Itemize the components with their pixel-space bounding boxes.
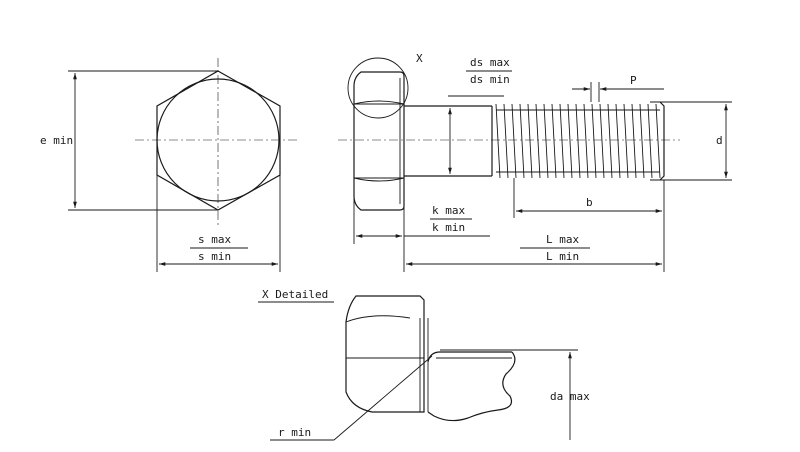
- thread-crest-line: [495, 103, 501, 179]
- detail-face-curve: [345, 315, 411, 323]
- label-x-detailed: X Detailed: [262, 288, 328, 301]
- detail-head-outline: [345, 295, 425, 413]
- label-l-max: L max: [546, 233, 579, 246]
- bolt-side-view: [338, 57, 732, 272]
- detail-x-circle: [347, 57, 409, 119]
- thread-lines: [495, 103, 661, 179]
- bolt-tip-chamfer: [659, 101, 665, 181]
- label-d: d: [716, 134, 723, 147]
- thread-crest-line: [631, 103, 637, 179]
- r-leader: [333, 355, 433, 441]
- bolt-head-outline: [353, 71, 405, 211]
- thread-crest-line: [583, 103, 589, 179]
- thread-crest-line: [615, 103, 621, 179]
- thread-crest-line: [543, 103, 549, 179]
- thread-crest-line: [511, 103, 517, 179]
- label-s-min: s min: [198, 250, 231, 263]
- thread-crest-line: [575, 103, 581, 179]
- hexagon-outline: [156, 70, 281, 211]
- label-ds-max: ds max: [470, 56, 510, 69]
- label-k-min: k min: [432, 221, 465, 234]
- thread-crest-line: [503, 103, 509, 179]
- label-b: b: [586, 196, 593, 209]
- label-ds-min: ds min: [470, 73, 510, 86]
- detail-break-line: [427, 351, 516, 422]
- thread-crest-line: [599, 103, 605, 179]
- thread-crest-line: [639, 103, 645, 179]
- label-l-min: L min: [546, 250, 579, 263]
- thread-crest-line: [535, 103, 541, 179]
- label-p: P: [630, 74, 637, 87]
- thread-crest-line: [559, 103, 565, 179]
- thread-crest-line: [551, 103, 557, 179]
- label-k-max: k max: [432, 204, 465, 217]
- label-detail-x: X: [416, 52, 423, 65]
- thread-crest-line: [567, 103, 573, 179]
- thread-crest-line: [527, 103, 533, 179]
- label-da-max: da max: [550, 390, 590, 403]
- thread-crest-line: [647, 103, 653, 179]
- label-s-max: s max: [198, 233, 231, 246]
- hex-head-end-view: [68, 58, 300, 272]
- label-e-min: e min: [40, 134, 73, 147]
- thread-crest-line: [655, 103, 661, 179]
- x-detail-view: [258, 295, 578, 441]
- thread-crest-line: [591, 103, 597, 179]
- detail-shank-top: [427, 351, 512, 363]
- thread-crest-line: [623, 103, 629, 179]
- thread-crest-line: [519, 103, 525, 179]
- label-r-min: r min: [278, 426, 311, 439]
- thread-crest-line: [607, 103, 613, 179]
